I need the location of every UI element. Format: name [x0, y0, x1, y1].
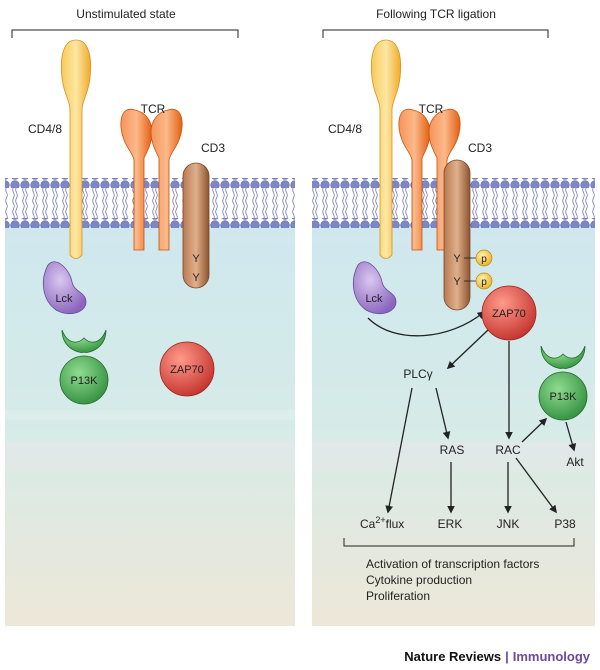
right-cd3-y2: Y — [453, 276, 461, 288]
right-zap70: ZAP70 — [481, 285, 537, 341]
left-pi3k: P13K — [59, 329, 109, 405]
signalling-arrows — [385, 329, 577, 514]
right-panel: Following TCR ligation CD4/8 TCR CD3 Y Y — [312, 7, 595, 626]
arrow-plcg-ras — [435, 387, 451, 440]
right-phospho-2: p — [475, 272, 493, 290]
left-cd3-y1: Y — [192, 253, 200, 265]
outcome-2: Cytokine production — [366, 573, 472, 587]
left-cd3-label: CD3 — [201, 141, 225, 155]
journal-name: Immunology — [512, 649, 590, 664]
arrow-lck-zap70 — [367, 311, 486, 337]
right-phospho-1: p — [475, 249, 493, 267]
outcome-3: Proliferation — [366, 589, 430, 603]
left-tcr: TCR — [120, 102, 183, 251]
arrow-pi3k-akt — [565, 421, 577, 452]
arrow-rac-pi3k — [521, 417, 548, 443]
right-cd3-y1: Y — [453, 253, 461, 265]
node-plcg: PLCγ — [403, 367, 432, 381]
tcr-signalling-diagram: Unstimulated state CD4/8 TCR CD3 Y Y — [5, 7, 595, 626]
left-cd48-coreceptor: CD4/8 — [28, 39, 92, 259]
arrow-plcg-ca — [385, 387, 413, 514]
right-cd3: CD3 Y Y — [443, 141, 492, 311]
right-bracket — [322, 29, 549, 38]
node-erk: ERK — [438, 517, 463, 531]
left-panel-title: Unstimulated state — [76, 7, 176, 21]
left-membrane — [5, 178, 295, 228]
journal-credit: Nature Reviews|Immunology — [404, 649, 590, 664]
node-jnk: JNK — [497, 517, 520, 531]
right-lck-label: Lck — [365, 293, 383, 305]
right-panel-title: Following TCR ligation — [376, 7, 496, 21]
outcome-bracket — [343, 538, 575, 547]
right-cd48-label: CD4/8 — [328, 122, 362, 136]
brand-name: Nature Reviews — [404, 649, 502, 664]
left-cd3-y2: Y — [192, 272, 200, 284]
node-rac: RAC — [495, 443, 521, 457]
right-zap70-label: ZAP70 — [492, 308, 526, 320]
right-phospho-2-label: p — [481, 277, 487, 288]
arrow-zap70-plcg — [446, 329, 489, 370]
left-zap70: ZAP70 — [159, 341, 215, 397]
left-lck: Lck — [42, 261, 87, 315]
right-lck: Lck — [352, 261, 397, 315]
right-pi3k-label: P13K — [550, 391, 578, 403]
left-cd3: CD3 Y Y — [182, 141, 225, 289]
left-tcr-label: TCR — [141, 102, 166, 116]
right-pi3k: P13K — [538, 345, 588, 421]
node-ras: RAS — [440, 443, 465, 457]
node-akt: Akt — [566, 455, 584, 469]
right-phospho-1-label: p — [481, 254, 487, 265]
left-panel: Unstimulated state CD4/8 TCR CD3 Y Y — [5, 7, 295, 626]
arrow-rac-p38 — [515, 457, 557, 514]
right-cd48-coreceptor: CD4/8 — [328, 39, 402, 259]
left-cd48-label: CD4/8 — [28, 122, 62, 136]
left-zap70-label: ZAP70 — [170, 364, 204, 376]
right-cd3-label: CD3 — [468, 141, 492, 155]
node-p38: P38 — [554, 517, 576, 531]
right-tcr-label: TCR — [419, 102, 444, 116]
left-bracket — [11, 29, 239, 38]
left-lck-label: Lck — [55, 293, 73, 305]
credit-separator: | — [505, 649, 509, 664]
outcome-1: Activation of transcription factors — [366, 557, 539, 571]
node-ca-flux: Ca2+flux — [360, 515, 404, 531]
left-pi3k-label: P13K — [71, 375, 99, 387]
